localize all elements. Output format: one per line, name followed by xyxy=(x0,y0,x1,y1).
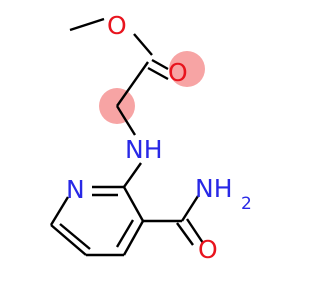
bond-c3-c2 xyxy=(122,186,145,222)
bond-carbonyl-double-1 xyxy=(151,58,169,71)
amide-oxygen-label: O xyxy=(198,235,218,264)
amine-nh-label: NH xyxy=(125,135,163,164)
bond-c6-c5-b xyxy=(59,223,91,250)
ring-nitrogen-label: N xyxy=(66,175,85,204)
amide-nh2-label: NH xyxy=(195,174,233,203)
structure-diagram: O O NH N NH 2 O xyxy=(49,11,252,264)
carbonyl-highlight xyxy=(169,51,205,87)
bond-carbonyl-double-2 xyxy=(147,66,169,81)
bond-c4-c3-b xyxy=(115,219,135,248)
bond-carbonyl-ch2 xyxy=(116,61,149,107)
amide-nh2-subscript: 2 xyxy=(241,194,252,214)
bond-amide-nh2 xyxy=(180,195,200,222)
bond-c4-c3-a xyxy=(122,220,145,256)
bond-ch2-nh xyxy=(115,105,137,136)
bond-c6-c5-a xyxy=(50,224,87,256)
bond-o-carbonyl xyxy=(133,33,153,56)
ester-oxygen-label: O xyxy=(107,11,127,40)
bond-methyl-o xyxy=(69,17,105,32)
molecule-canvas: O O NH N NH 2 O xyxy=(49,11,252,264)
bond-amide-o-b xyxy=(186,218,204,244)
bond-nh-ring xyxy=(123,162,142,188)
bond-n1-c6 xyxy=(49,196,70,226)
bonds xyxy=(49,17,204,257)
carbonyl-oxygen-label: O xyxy=(168,58,188,87)
bond-amide-o-a xyxy=(176,222,194,246)
